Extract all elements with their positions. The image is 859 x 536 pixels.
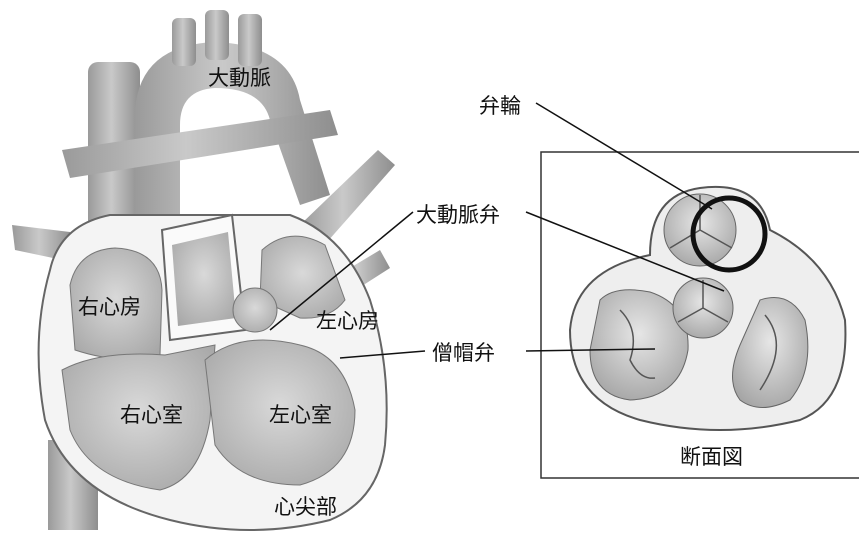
right-ventricle-label: 右心室 [120,405,183,426]
annulus-label: 弁輪 [479,96,521,117]
left-atrium-label: 左心房 [316,311,379,332]
cross-section-label: 断面図 [680,447,743,468]
right-atrium-label: 右心房 [78,297,141,318]
aorta-label: 大動脈 [208,68,271,89]
heart-illustration [12,10,395,530]
aortic-valve-region [233,288,277,332]
aortic-valve-label: 大動脈弁 [416,205,500,226]
artery-branch-1 [172,18,196,66]
artery-branch-2 [205,10,229,60]
artery-branch-3 [238,14,262,66]
left-ventricle-label: 左心室 [269,405,332,426]
mitral-valve-label: 僧帽弁 [432,343,495,364]
apex-label: 心尖部 [274,497,337,518]
leader-annulus [536,103,712,209]
